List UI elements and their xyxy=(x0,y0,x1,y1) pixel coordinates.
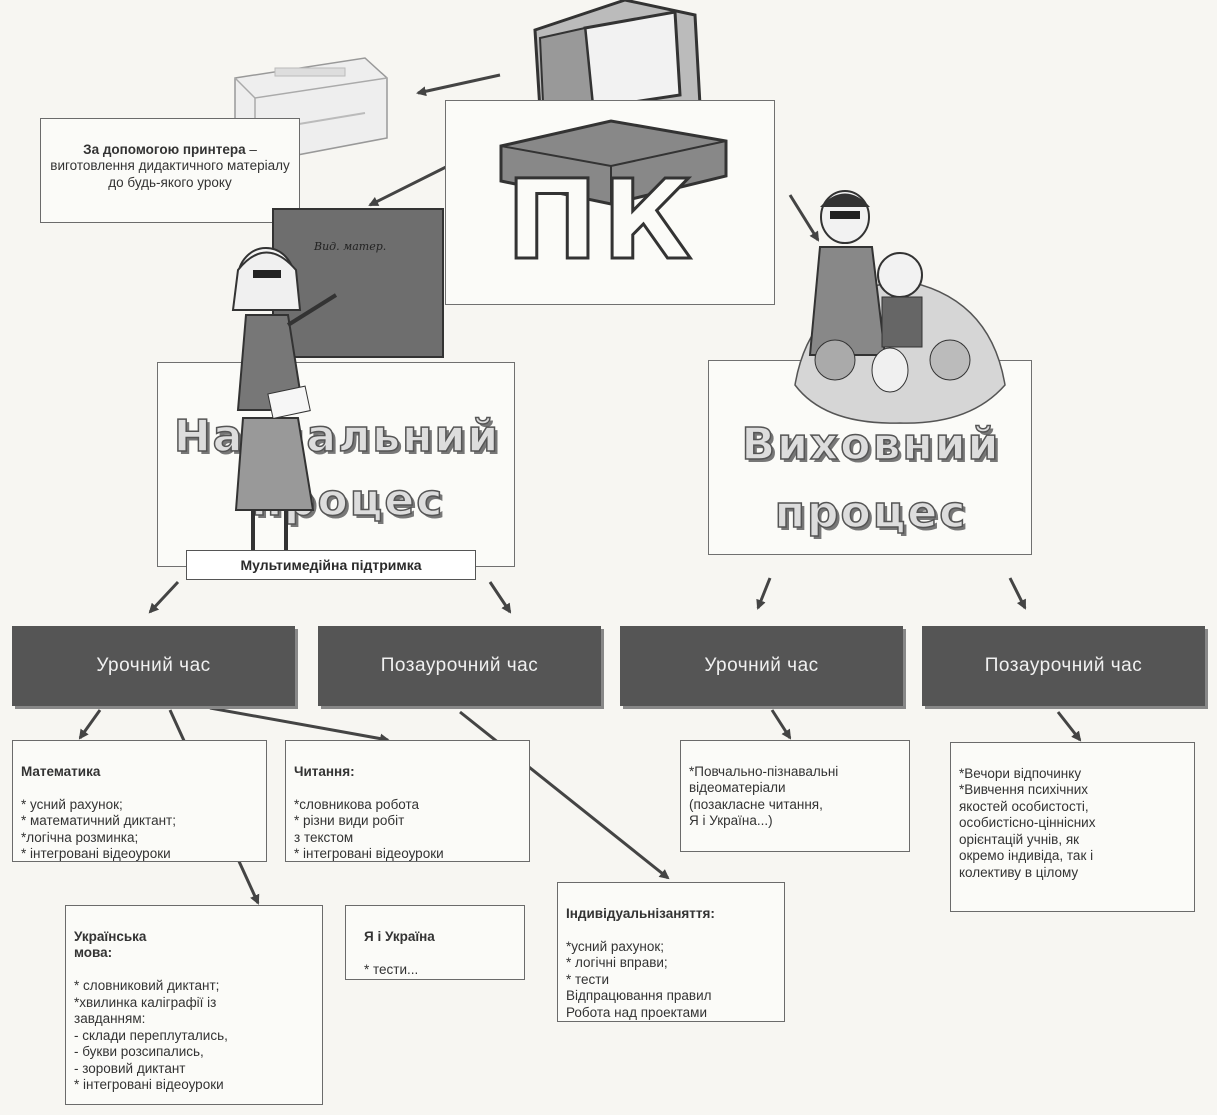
reading-note-title: Читання: xyxy=(294,763,355,779)
individual-lessons-note: Індивідуальнізаняття: *усний рахунок; * … xyxy=(557,882,785,1022)
individual-lessons-note-body: *усний рахунок; * логічні вправи; * тест… xyxy=(566,938,712,1020)
printer-note-body: – виготовлення дидактичного матеріалу до… xyxy=(50,141,290,190)
math-note-title: Математика xyxy=(21,763,101,779)
arrow-learning-left xyxy=(148,580,180,614)
ya-i-ukraina-note-body: * тести... xyxy=(364,961,419,977)
ukrainian-language-note-body: * словниковий диктант; *хвилинка калігра… xyxy=(74,978,228,1092)
learning-process-title: Навчальний xyxy=(173,410,501,463)
arrow-pc-to-upbringing xyxy=(788,194,820,242)
upbringing-process-subtitle: процес xyxy=(774,486,968,539)
educational-video-note: *Повчально-пізнавальні відеоматеріали (п… xyxy=(680,740,910,852)
bar-extracurricular-time-learning: Позаурочний час xyxy=(318,626,601,706)
pc-box: ПК xyxy=(445,100,775,305)
pc-label: ПК xyxy=(505,155,696,286)
bar-extracurricular-time-upbringing: Позаурочний час xyxy=(922,626,1205,706)
math-note-body: * усний рахунок; * математичний диктант;… xyxy=(21,796,176,862)
board-text: Вид. матер. xyxy=(314,240,387,253)
arrow-to-reading xyxy=(209,706,390,744)
arrow-to-individual xyxy=(459,710,670,880)
printer-note-title: За допомогою принтера xyxy=(83,141,246,157)
system-unit-icon xyxy=(499,119,728,206)
arrow-pc-to-printer xyxy=(416,73,501,97)
arrow-upbringing-right xyxy=(1008,577,1027,610)
arrow-pc-to-learning xyxy=(368,163,451,207)
ya-i-ukraina-note: Я і Україна * тести... xyxy=(345,905,525,980)
teacher-with-children-illustration xyxy=(794,190,1006,424)
multimedia-support-label: Мультимедійна підтримка xyxy=(186,550,476,580)
arrow-to-evenings xyxy=(1056,711,1082,742)
upbringing-process-title: Виховний xyxy=(741,418,1001,471)
arrow-learning-right xyxy=(488,581,512,614)
math-note: Математика * усний рахунок; * математичн… xyxy=(12,740,267,862)
ya-i-ukraina-note-title: Я і Україна xyxy=(364,928,435,944)
bar-lesson-time-learning: Урочний час xyxy=(12,626,295,706)
reading-note: Читання: *словникова робота * різни види… xyxy=(285,740,530,862)
ukrainian-language-note-title: Українська мова: xyxy=(74,928,147,961)
individual-lessons-note-title: Індивідуальнізаняття: xyxy=(566,905,715,921)
ukrainian-language-note: Українська мова: * словниковий диктант; … xyxy=(65,905,323,1105)
printer-note: За допомогою принтера – виготовлення дид… xyxy=(40,118,300,223)
arrow-to-edu-video xyxy=(770,709,792,740)
evenings-note: *Вечори відпочинку *Вивчення психічних я… xyxy=(950,742,1195,912)
reading-note-body: *словникова робота * різни види робіт з … xyxy=(294,796,444,862)
educational-video-note-body: *Повчально-пізнавальні відеоматеріали (п… xyxy=(689,763,839,829)
arrow-upbringing-left xyxy=(756,577,772,610)
evenings-note-body: *Вечори відпочинку *Вивчення психічних я… xyxy=(959,765,1096,880)
bar-lesson-time-upbringing: Урочний час xyxy=(620,626,903,706)
arrow-to-math xyxy=(78,709,102,740)
teacher-illustration xyxy=(231,247,338,558)
